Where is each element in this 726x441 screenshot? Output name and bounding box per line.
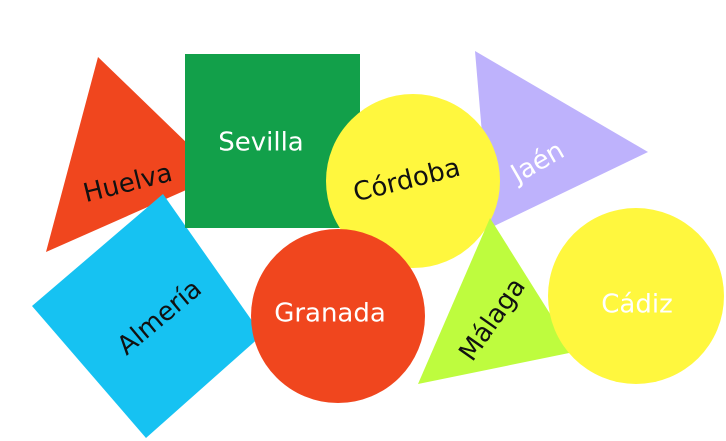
granada-label: Granada bbox=[274, 299, 386, 329]
huelva-triangle bbox=[46, 57, 220, 252]
granada-circle bbox=[251, 229, 425, 403]
cordoba-circle bbox=[326, 94, 500, 268]
cadiz-circle bbox=[548, 208, 724, 384]
jaen-triangle bbox=[475, 51, 648, 228]
malaga-triangle bbox=[418, 218, 574, 384]
sevilla-label: Sevilla bbox=[218, 128, 304, 158]
cadiz-label: Cádiz bbox=[601, 290, 672, 320]
almeria-diamond bbox=[32, 194, 262, 438]
